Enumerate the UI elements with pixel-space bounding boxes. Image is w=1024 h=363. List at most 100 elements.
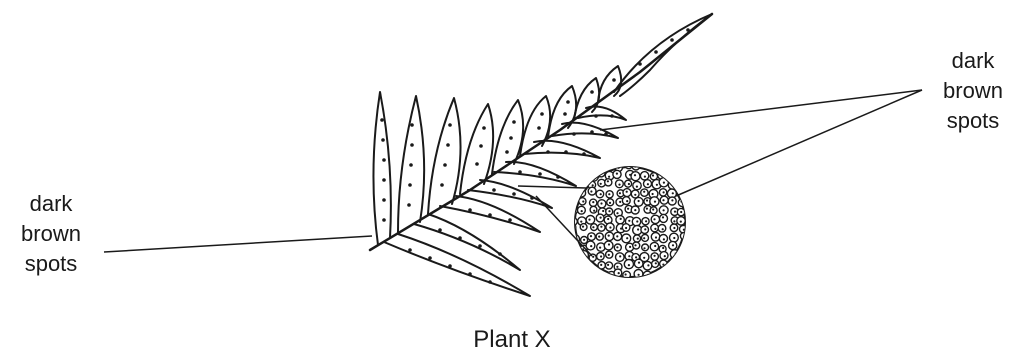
spore-center <box>592 226 594 228</box>
spore-center <box>678 253 680 255</box>
spore-center <box>674 261 676 263</box>
spore-center <box>592 201 594 203</box>
spore-center <box>616 212 618 214</box>
spore-center <box>600 193 602 195</box>
label-line: spots <box>922 106 1024 136</box>
spore <box>587 163 595 171</box>
spore <box>652 273 659 280</box>
spore-center <box>607 218 609 220</box>
spore <box>680 161 688 169</box>
leader-line-left <box>104 236 372 252</box>
spore-center <box>609 162 611 164</box>
spore-center <box>643 247 645 249</box>
spore-center <box>645 220 647 222</box>
spore-center <box>592 272 594 274</box>
spore-center <box>672 273 674 275</box>
spore-center <box>607 264 609 266</box>
spore-center <box>664 272 666 274</box>
spore-center <box>607 180 609 182</box>
spore-center <box>671 163 673 165</box>
spore-center <box>680 221 682 223</box>
spore <box>571 163 578 170</box>
spore-center <box>626 191 628 193</box>
spore-center <box>654 255 656 257</box>
spore-center <box>645 164 647 166</box>
label-dark-brown-spots-right: dark brown spots <box>922 46 1024 136</box>
spore-center <box>662 199 664 201</box>
pinna <box>574 78 599 120</box>
spore-center <box>654 276 656 278</box>
spore <box>578 261 586 269</box>
spore-center <box>619 255 621 257</box>
spore-center <box>682 184 684 186</box>
spore-center <box>663 182 665 184</box>
spore-center <box>634 174 636 176</box>
spore-center <box>589 166 591 168</box>
spore-center <box>616 246 618 248</box>
spore <box>580 170 587 177</box>
spore <box>677 269 684 276</box>
spore <box>578 180 586 188</box>
spore-center <box>637 228 639 230</box>
spore-center <box>663 165 665 167</box>
pinna <box>384 234 530 296</box>
spore-center <box>662 247 664 249</box>
spore-center <box>638 274 640 276</box>
spore-center <box>574 275 576 277</box>
spore <box>570 218 577 225</box>
spore-center <box>618 272 620 274</box>
spore-center <box>571 265 573 267</box>
spore-center <box>608 193 610 195</box>
spore-center <box>679 271 681 273</box>
pinna <box>552 123 618 138</box>
spore-center <box>600 202 602 204</box>
spore-center <box>643 257 645 259</box>
spore-center <box>635 256 637 258</box>
spore <box>589 268 598 277</box>
spore-center <box>626 237 628 239</box>
magnified-spores-icon <box>568 160 687 280</box>
spore-center <box>662 228 664 230</box>
spore <box>572 171 580 179</box>
spore-center <box>673 220 675 222</box>
spore-center <box>600 264 602 266</box>
spore <box>653 162 660 169</box>
spore <box>579 251 588 260</box>
spore-center <box>644 228 646 230</box>
spore-center <box>647 183 649 185</box>
spore <box>668 160 676 168</box>
spore-center <box>628 264 630 266</box>
spore-center <box>618 184 620 186</box>
spore <box>572 190 579 197</box>
spore-center <box>590 190 592 192</box>
spore-center <box>609 202 611 204</box>
spore-center <box>619 201 621 203</box>
spore-center <box>579 183 581 185</box>
label-line: dark <box>922 46 1024 76</box>
spore-center <box>655 262 657 264</box>
spore-center <box>575 245 577 247</box>
spore-center <box>609 226 611 228</box>
spore-center <box>643 237 645 239</box>
spore-center <box>671 199 673 201</box>
spore <box>651 224 659 232</box>
figure-caption: Plant X <box>0 325 1024 355</box>
spore-center <box>608 243 610 245</box>
spore-center <box>625 273 627 275</box>
spore <box>676 261 684 269</box>
spore-center <box>663 209 665 211</box>
spore-center <box>572 165 574 167</box>
pinna <box>524 141 600 158</box>
spore-center <box>616 173 618 175</box>
spore-center <box>663 191 665 193</box>
spore-center <box>681 172 683 174</box>
label-line: dark <box>0 189 102 219</box>
spore-center <box>629 246 631 248</box>
spore <box>661 269 668 276</box>
spore-center <box>656 184 658 186</box>
spore-center <box>582 200 584 202</box>
spore-center <box>643 191 645 193</box>
spore <box>671 259 679 267</box>
label-line: brown <box>922 76 1024 106</box>
spore-center <box>592 256 594 258</box>
